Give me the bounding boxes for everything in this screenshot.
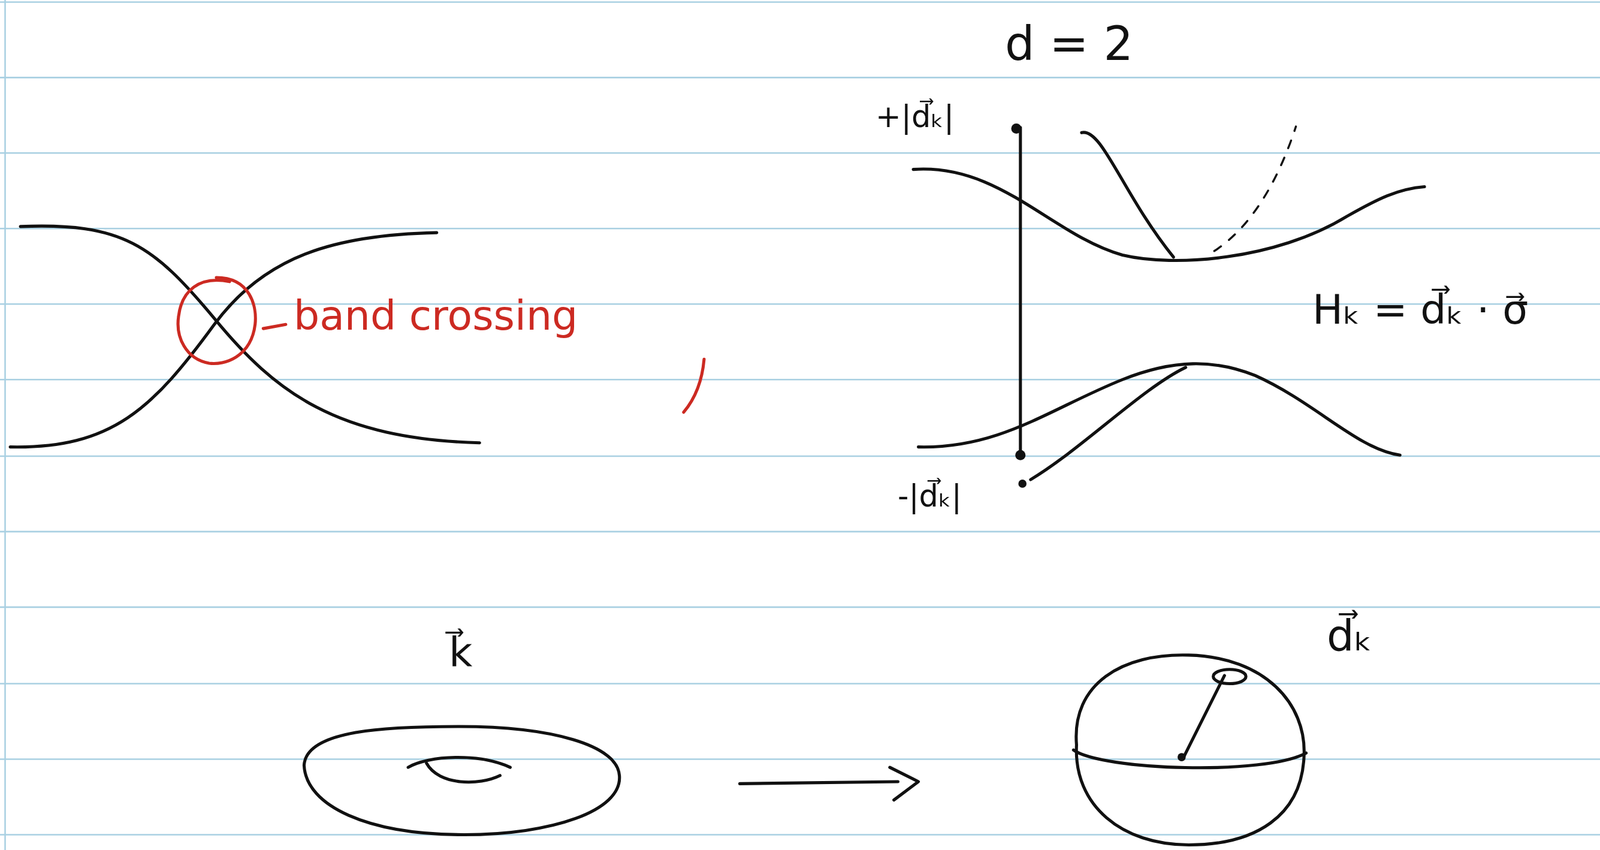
sketch-curve xyxy=(1081,132,1174,258)
end-dots xyxy=(1010,123,1186,762)
sketch-curve xyxy=(1214,126,1296,252)
red-squiggle xyxy=(683,358,705,413)
sphere xyxy=(1076,654,1304,845)
energy-label: -|d⃗ₖ| xyxy=(897,479,962,513)
torus-hole xyxy=(408,756,510,782)
gap-line xyxy=(1018,127,1022,455)
d-vector-tip xyxy=(1213,669,1246,684)
gapped-upper-band xyxy=(913,168,1425,261)
leader-line xyxy=(263,324,286,329)
map-arrow xyxy=(740,767,919,800)
gapped-lower-band xyxy=(918,363,1401,455)
vector-label: d⃗ₖ xyxy=(1326,611,1373,660)
crossing-circle xyxy=(177,277,256,364)
momentum-label: k⃗ xyxy=(448,630,473,676)
torus xyxy=(303,726,620,835)
sketch-curve xyxy=(1030,367,1186,480)
energy-label: +|d⃗ₖ| xyxy=(875,100,955,134)
d-vector xyxy=(1183,675,1225,757)
dimension-label: d = 2 xyxy=(1004,18,1134,71)
band-curve xyxy=(10,232,437,448)
callout-note: band crossing xyxy=(293,293,578,339)
hamiltonian-label: Hₖ = d⃗ₖ · σ⃗ xyxy=(1312,287,1529,333)
sphere-equator xyxy=(1073,749,1306,768)
